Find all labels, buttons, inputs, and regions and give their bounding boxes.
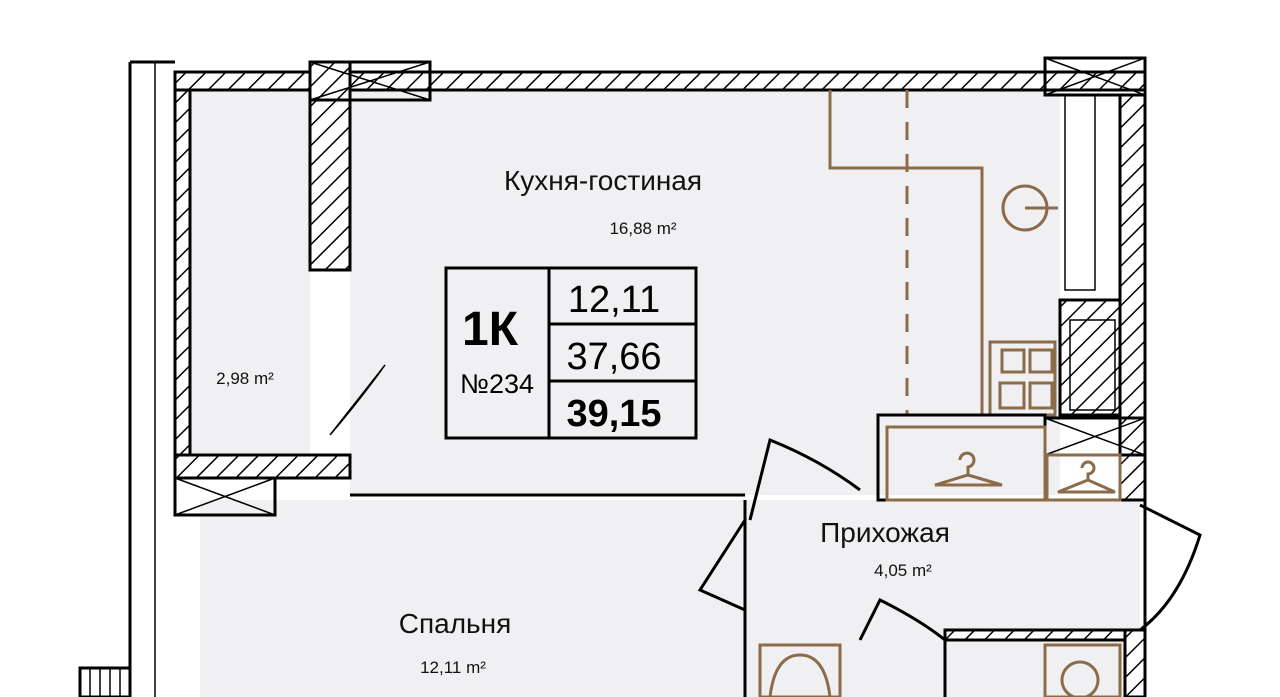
kitchen-name: Кухня-гостиная (504, 165, 702, 196)
apartment-number: №234 (460, 369, 534, 399)
total-area: 39,15 (566, 393, 661, 435)
apartment-tag: 1К №234 12,11 37,66 39,15 (444, 266, 698, 440)
hallway-name: Прихожая (820, 517, 950, 548)
kitchen-furniture (828, 90, 1122, 502)
bath-fixtures (758, 643, 1122, 697)
living-area: 12,11 (568, 279, 660, 321)
walls (78, 58, 1147, 697)
hallway-area: 4,05 m² (874, 561, 932, 580)
kitchen-area: 16,88 m² (609, 219, 676, 238)
storage-area: 2,98 m² (216, 369, 274, 388)
hanger-icon (934, 451, 1003, 487)
bedroom-name: Спальня (399, 608, 512, 639)
area-without-balcony: 37,66 (566, 336, 661, 378)
bedroom-area: 12,11 m² (420, 658, 486, 677)
hallway-floor (745, 500, 1140, 630)
apartment-type: 1К (462, 303, 519, 356)
bedroom-floor (200, 500, 745, 697)
sink-icon (1001, 184, 1058, 232)
doors (329, 364, 1202, 642)
hanger-icon (1057, 460, 1116, 494)
storage-floor (190, 90, 310, 455)
